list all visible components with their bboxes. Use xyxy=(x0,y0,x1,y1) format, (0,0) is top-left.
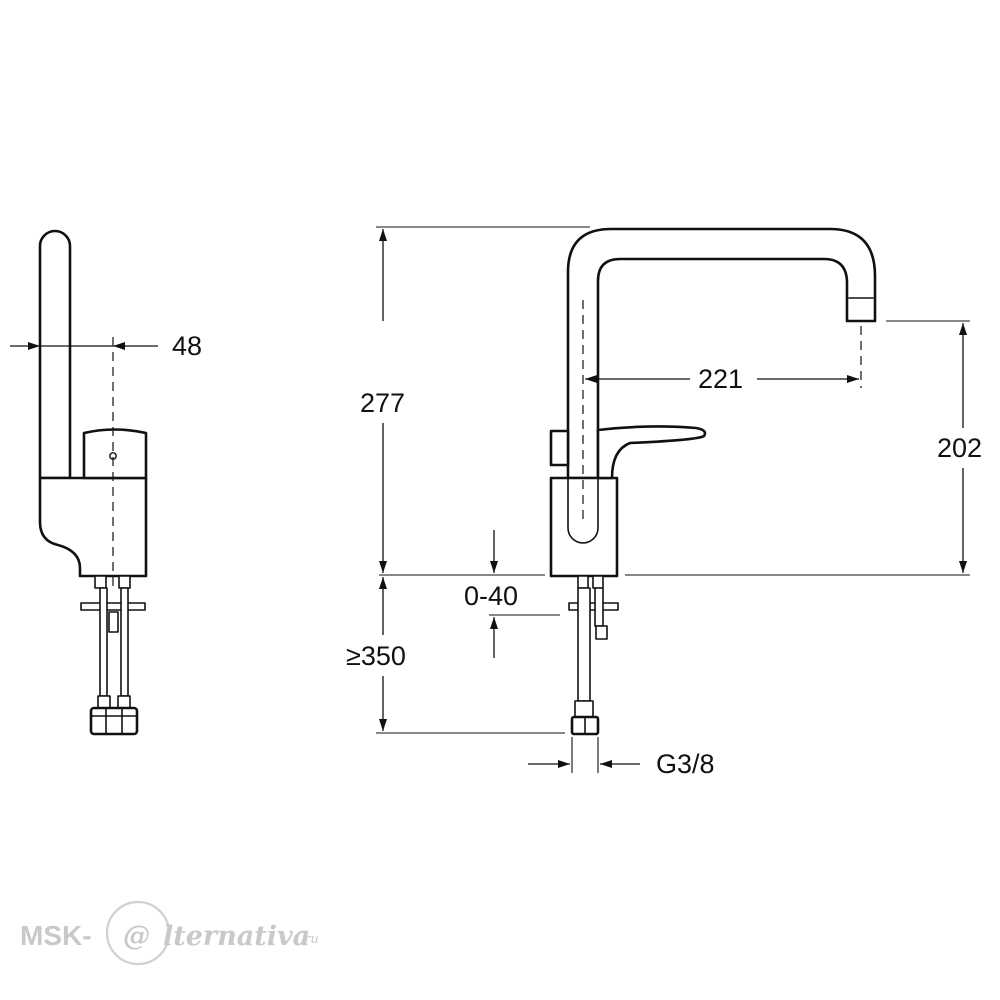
side-base-nut-right xyxy=(118,575,131,589)
front-stud-nut xyxy=(595,625,608,640)
side-spout xyxy=(38,229,72,480)
side-view: 48 xyxy=(10,229,202,736)
watermark-suffix: lternativa xyxy=(163,921,310,952)
watermark-domain: .ru xyxy=(300,932,319,947)
front-base-nut-left xyxy=(577,575,589,589)
dim-202-label: 202 xyxy=(937,433,982,463)
dim-350-label: ≥350 xyxy=(346,641,406,671)
front-body xyxy=(549,476,619,578)
dim-221-label: 221 xyxy=(698,364,743,394)
front-body-stub xyxy=(549,429,570,467)
side-mounting-washer xyxy=(80,602,146,611)
front-spout-base xyxy=(567,477,599,544)
side-hose-right xyxy=(120,587,129,697)
front-base-nut-right xyxy=(592,575,604,589)
front-view: 277 221 202 0-40 ≥350 G3/8 xyxy=(346,226,982,779)
side-hose-crimp-left xyxy=(97,695,111,709)
side-connection-nut xyxy=(89,706,139,736)
front-mounting-washer xyxy=(568,602,619,611)
front-hose-crimp xyxy=(574,700,594,718)
dim-0-40-label: 0-40 xyxy=(464,581,518,611)
side-hose-left xyxy=(99,587,108,697)
front-spout xyxy=(566,227,877,480)
front-hose xyxy=(577,587,591,702)
watermark-logo: MSK- @ lternativa .ru xyxy=(20,900,319,966)
watermark-prefix: MSK- xyxy=(20,920,92,951)
dim-48-label: 48 xyxy=(172,331,202,361)
watermark-at-sign: @ xyxy=(123,921,150,952)
front-lever xyxy=(596,425,707,480)
dim-277-label: 277 xyxy=(360,388,405,418)
side-base-nut-left xyxy=(94,575,107,589)
side-hose-crimp-right xyxy=(117,695,131,709)
watermark-at-circle xyxy=(105,900,171,966)
side-body xyxy=(38,476,148,578)
front-stud xyxy=(594,587,604,627)
side-stud xyxy=(108,611,119,633)
dim-g38-label: G3/8 xyxy=(656,749,715,779)
